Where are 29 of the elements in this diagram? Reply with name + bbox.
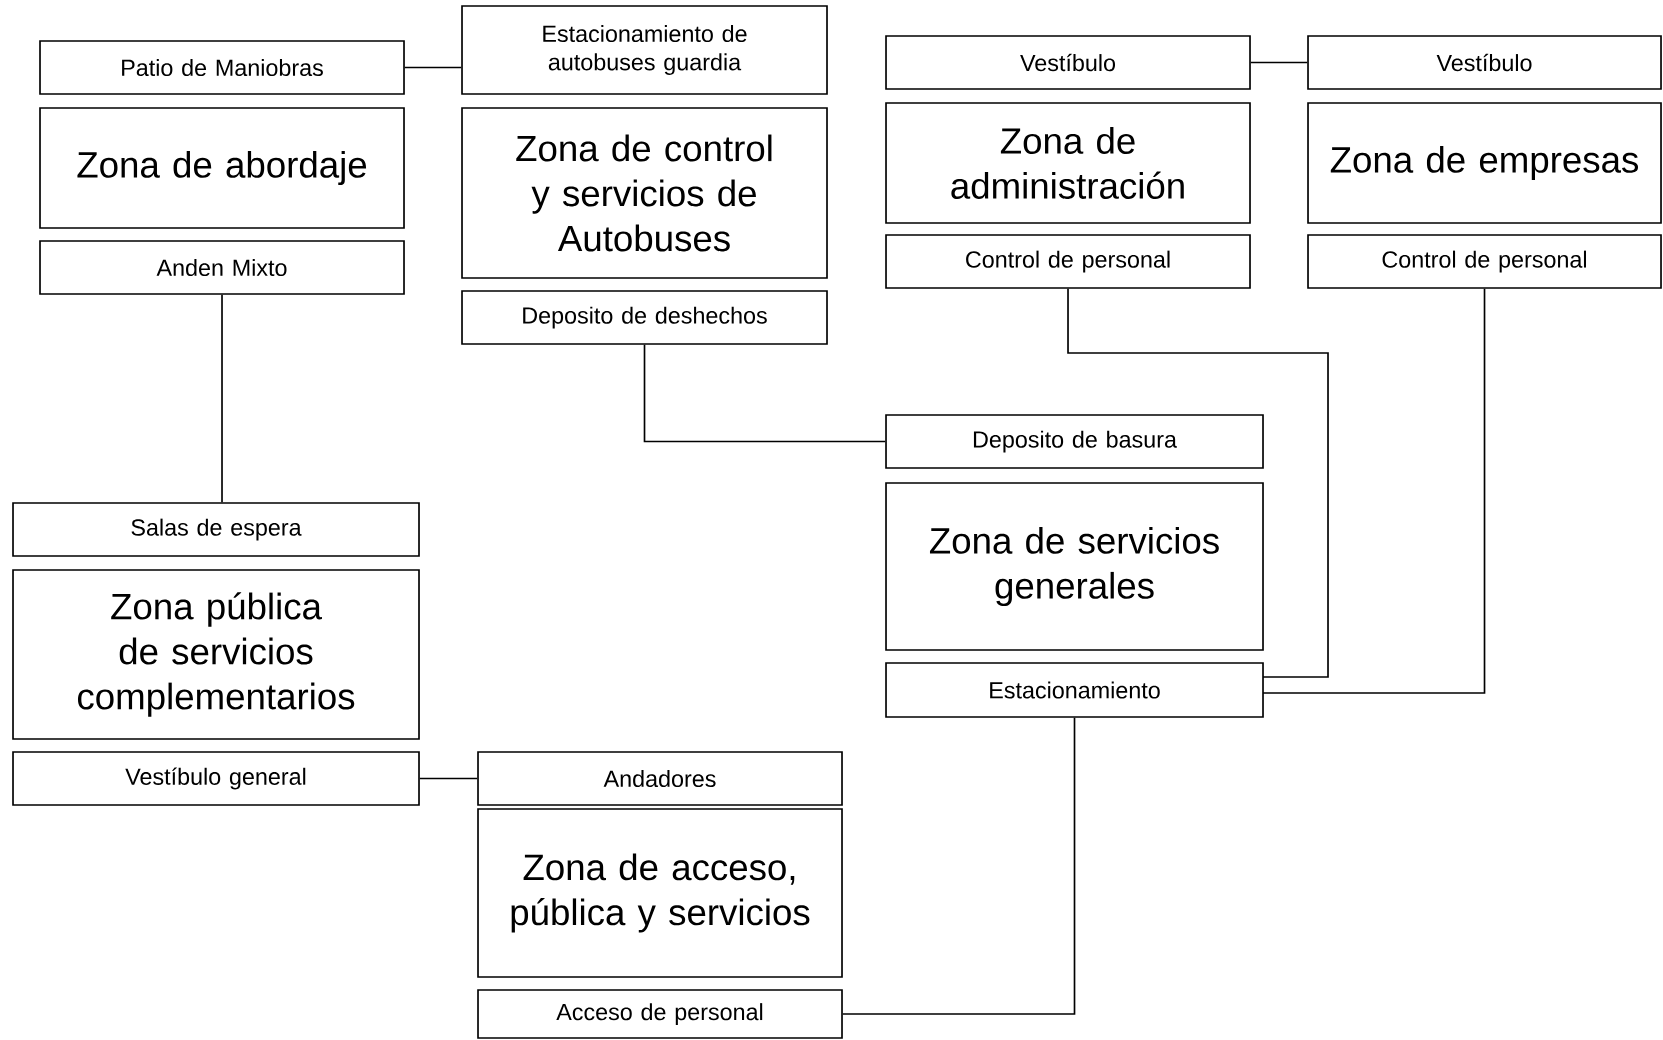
area-box: Vestíbulo general: [12, 751, 420, 806]
zone-box: Zona de control y servicios de Autobuses: [461, 107, 828, 279]
area-box: Salas de espera: [12, 502, 420, 557]
connector-line: [842, 717, 1076, 1015]
area-box: Control de personal: [1307, 234, 1662, 289]
area-box: Estacionamiento de autobuses guardia: [461, 5, 828, 95]
connector-line: [1250, 61, 1309, 64]
connector-line: [221, 294, 223, 503]
area-box: Andadores: [477, 751, 843, 806]
area-box: Estacionamiento: [885, 662, 1264, 718]
zone-box: Zona de acceso, pública y servicios: [477, 808, 843, 978]
zone-box: Zona pública de servicios complementarios: [12, 569, 420, 740]
connector-line: [1067, 288, 1329, 678]
connector-line: [419, 777, 478, 780]
area-box: Deposito de basura: [885, 414, 1264, 469]
area-box: Control de personal: [885, 234, 1251, 289]
area-box: Deposito de deshechos: [461, 290, 828, 345]
zone-box: Zona de abordaje: [39, 107, 405, 229]
area-box: Patio de Maniobras: [39, 40, 405, 95]
connector-line: [404, 66, 462, 69]
zone-box: Zona de empresas: [1307, 102, 1662, 224]
area-box: Acceso de personal: [477, 989, 843, 1039]
zone-box: Zona de servicios generales: [885, 482, 1264, 651]
zone-box: Zona de administración: [885, 102, 1251, 224]
area-box: Anden Mixto: [39, 240, 405, 295]
area-box: Vestíbulo: [1307, 35, 1662, 90]
connector-line: [1262, 288, 1486, 694]
area-box: Vestíbulo: [885, 35, 1251, 90]
connector-line: [643, 344, 886, 443]
